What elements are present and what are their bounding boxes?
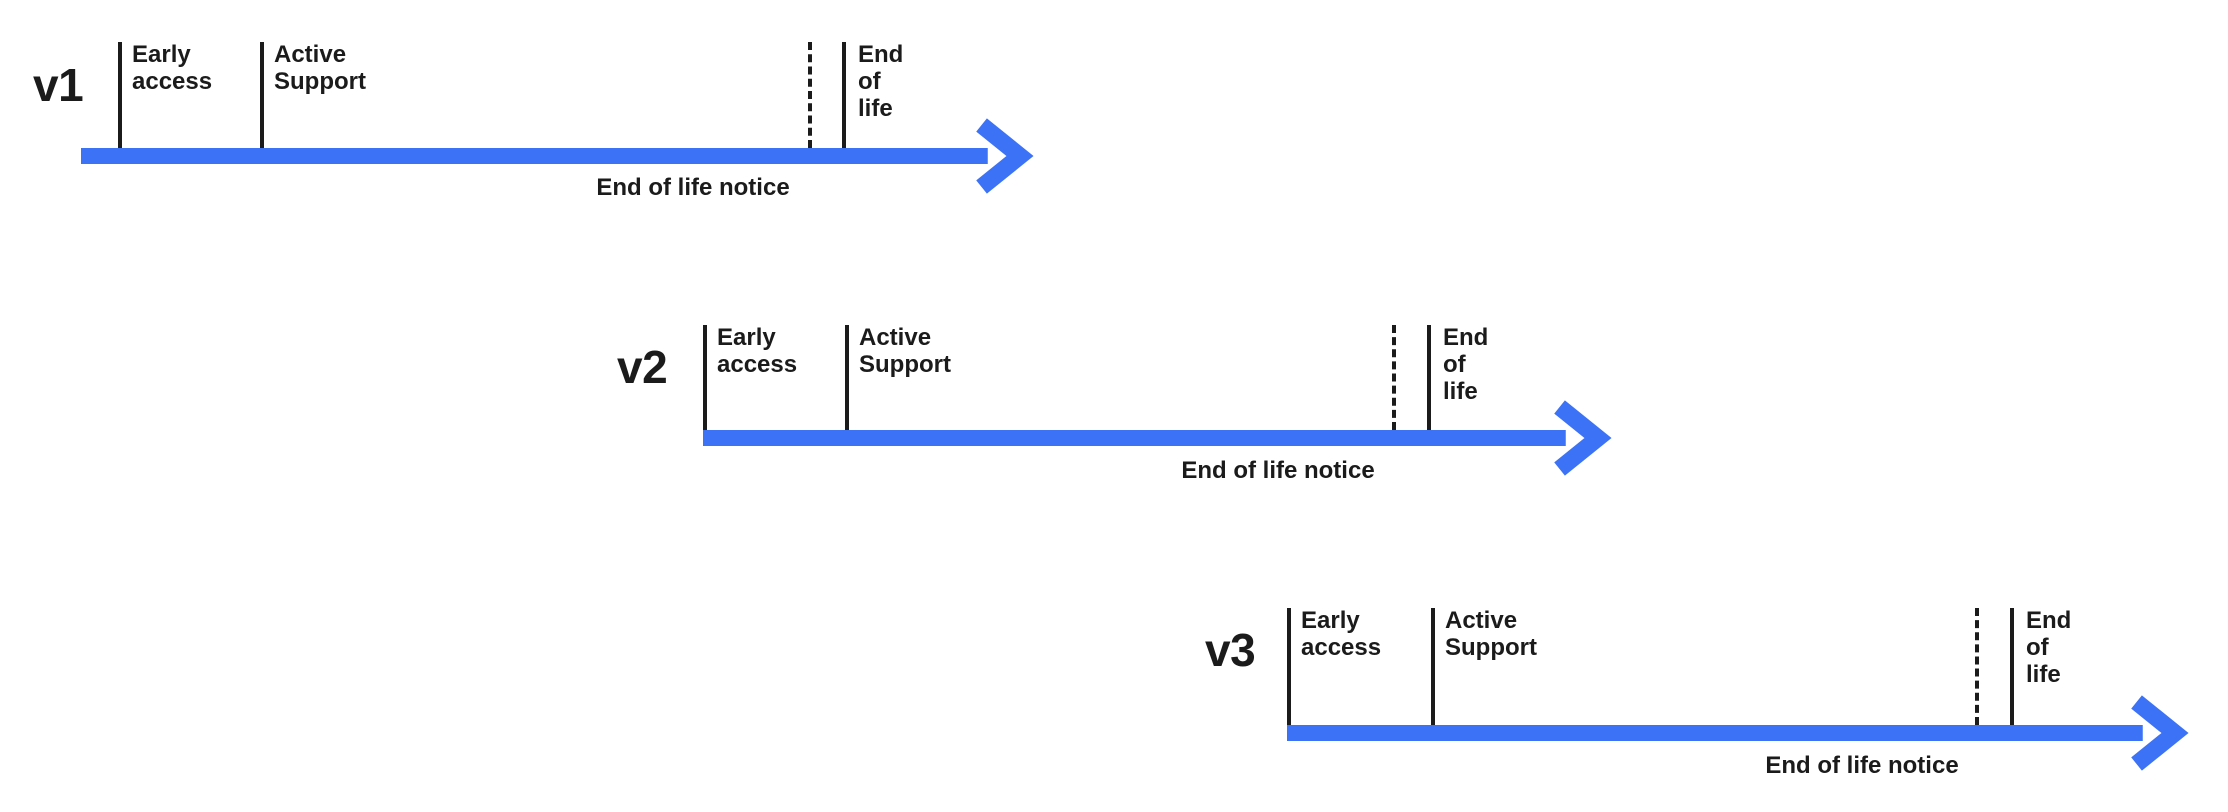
divider-end-of-life-notice-dashed [1392,325,1396,430]
divider-end-of-life-start [842,42,846,148]
phase-label-end-of-life: End of life [1443,324,1489,405]
timeline-arrow-v2 [703,400,1612,476]
divider-early-access-start [1287,608,1291,725]
divider-active-support-start [1431,608,1435,725]
divider-early-access-start [118,42,122,148]
phase-label-active-support: Active Support [1445,607,1537,661]
timeline-arrow-v1 [81,118,1034,194]
arrow-shaft [703,430,1566,446]
label-end-of-life-notice: End of life notice [1181,457,1375,484]
divider-end-of-life-start [1427,325,1431,430]
phase-label-end-of-life: End of life [2026,607,2072,688]
phase-label-early-access: Early access [717,324,798,378]
arrow-shaft [81,148,988,164]
divider-early-access-start [703,325,707,430]
phase-label-early-access: Early access [1301,607,1382,661]
phase-label-early-access: Early access [132,41,213,95]
phase-label-active-support: Active Support [859,324,951,378]
version-label-v3: v3 [1205,624,1256,676]
timeline-arrow-v3 [1287,695,2189,771]
arrow-head-chevron-icon [2131,695,2189,771]
version-label-v2: v2 [617,341,668,393]
phase-label-active-support: Active Support [274,41,366,95]
label-end-of-life-notice: End of life notice [596,174,790,201]
divider-active-support-start [260,42,264,148]
divider-end-of-life-start [2010,608,2014,725]
divider-end-of-life-notice-dashed [1975,608,1979,725]
arrow-head-chevron-icon [976,118,1034,194]
divider-end-of-life-notice-dashed [808,42,812,148]
version-label-v1: v1 [33,59,84,111]
arrow-shaft [1287,725,2143,741]
label-end-of-life-notice: End of life notice [1765,752,1959,779]
phase-label-end-of-life: End of life [858,41,904,122]
arrow-head-chevron-icon [1554,400,1612,476]
divider-active-support-start [845,325,849,430]
